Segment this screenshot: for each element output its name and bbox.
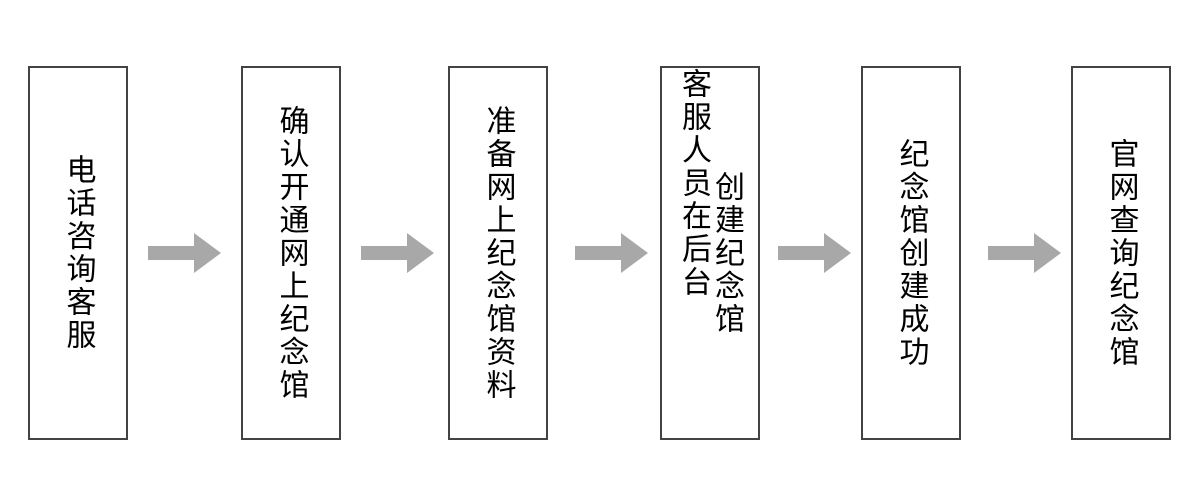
- flow-node-6[interactable]: 官网查询纪念馆: [1071, 66, 1171, 440]
- flow-node-3[interactable]: 准备网上纪念馆资料: [448, 66, 548, 440]
- flow-node-6-text: 官网查询纪念馆: [1103, 137, 1139, 369]
- arrow-right-icon: [148, 233, 221, 273]
- flow-node-5[interactable]: 纪念馆创建成功: [861, 66, 961, 440]
- flow-node-4-text-column-1: 客服人员在后台: [676, 68, 711, 299]
- flow-node-3-columns: 准备网上纪念馆资料: [450, 68, 546, 438]
- arrow-right-icon: [575, 233, 648, 273]
- arrow-right-icon: [778, 233, 851, 273]
- flow-arrow-5: [988, 230, 1061, 276]
- flow-node-4-text-column-2: 创建纪念馆: [709, 170, 744, 336]
- flow-node-1[interactable]: 电话咨询客服: [28, 66, 128, 440]
- flow-node-4-columns: 创建纪念馆 客服人员在后台: [662, 68, 758, 438]
- flow-node-2[interactable]: 确认开通网上纪念馆: [241, 66, 341, 440]
- flow-node-3-text: 准备网上纪念馆资料: [480, 104, 516, 402]
- flow-node-2-text: 确认开通网上纪念馆: [273, 104, 309, 402]
- arrow-right-icon: [988, 233, 1061, 273]
- flow-arrow-1: [148, 230, 221, 276]
- flow-node-4[interactable]: 创建纪念馆 客服人员在后台: [660, 66, 760, 440]
- flow-arrow-3: [575, 230, 648, 276]
- flow-arrow-4: [778, 230, 851, 276]
- flow-node-1-text: 电话咨询客服: [60, 154, 96, 352]
- flow-arrow-2: [361, 230, 434, 276]
- flow-node-5-columns: 纪念馆创建成功: [863, 68, 959, 438]
- flow-node-5-text: 纪念馆创建成功: [893, 137, 929, 369]
- arrow-right-icon: [361, 233, 434, 273]
- flow-node-1-columns: 电话咨询客服: [30, 68, 126, 438]
- flow-node-6-columns: 官网查询纪念馆: [1073, 68, 1169, 438]
- flow-node-2-columns: 确认开通网上纪念馆: [243, 68, 339, 438]
